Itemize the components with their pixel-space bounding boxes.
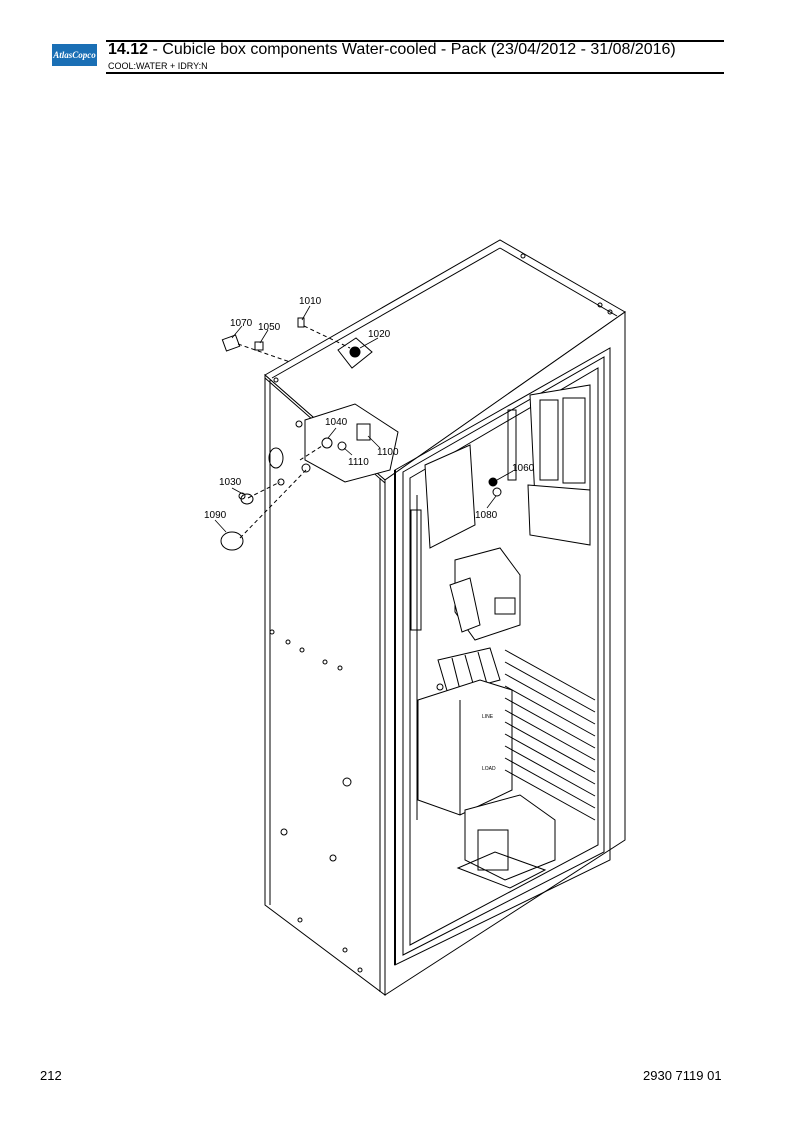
controller-modules (424, 384, 591, 549)
callout-1040: 1040 (325, 417, 348, 428)
callout-1050: 1050 (258, 322, 281, 333)
callout-labels: 1010 1070 1050 1020 1040 1110 1100 1030 … (204, 296, 535, 772)
section-number: 14.12 (108, 41, 149, 58)
callout-1110: 1110 (348, 457, 369, 468)
section-title: - Cubicle box components Water-cooled - … (148, 41, 676, 58)
transformer (456, 794, 556, 889)
fittings-1060-1080 (488, 477, 502, 497)
contactor (449, 547, 521, 641)
callout-leaders (214, 305, 514, 533)
header-rule-top (106, 40, 724, 42)
gland-fittings (220, 423, 371, 551)
atlas-copco-logo: AtlasCopco (52, 44, 97, 66)
callout-1090: 1090 (204, 510, 227, 521)
roof-cover-1020 (337, 337, 373, 369)
callout-1020: 1020 (368, 329, 391, 340)
cabinet-body (264, 239, 626, 996)
callout-1100: 1100 (377, 447, 399, 458)
emc-filter (417, 679, 513, 816)
header-rule-bottom (106, 72, 724, 74)
page-subtitle: COOL:WATER + IDRY:N (108, 61, 208, 71)
vent-louvres (504, 649, 596, 821)
callout-1060: 1060 (512, 463, 535, 474)
internal-left-rail (410, 495, 422, 820)
top-fittings (221, 317, 351, 363)
document-number: 2930 7119 01 (643, 1068, 722, 1083)
filter-line-label: LINE (482, 714, 494, 720)
callout-1080: 1080 (475, 510, 498, 521)
page-number: 212 (40, 1068, 62, 1083)
gland-plate (304, 403, 399, 483)
page-title: 14.12 - Cubicle box components Water-coo… (108, 41, 676, 59)
callout-1010: 1010 (299, 296, 322, 307)
callout-1030: 1030 (219, 477, 242, 488)
filter-load-label: LOAD (482, 766, 496, 772)
callout-1070: 1070 (230, 318, 253, 329)
